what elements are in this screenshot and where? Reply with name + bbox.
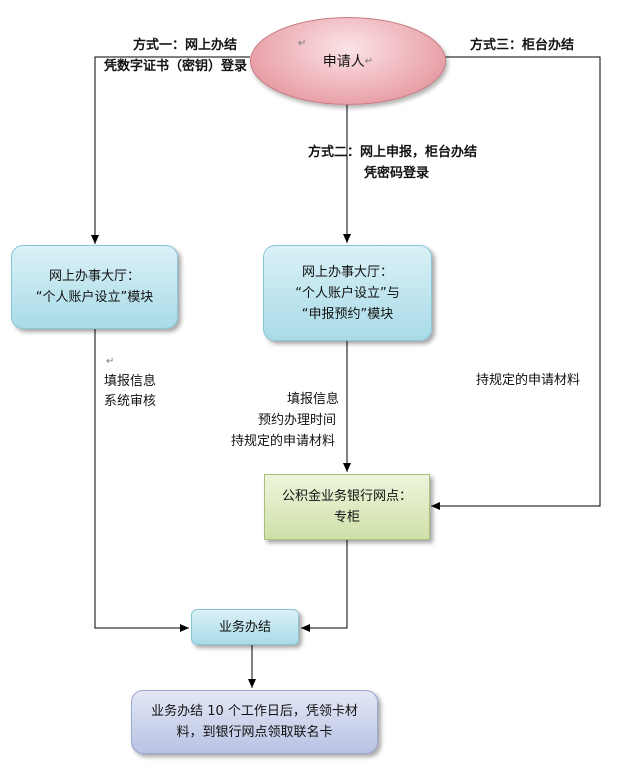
- final-line1: 业务办结 10 个工作日后，凭领卡材: [151, 704, 358, 719]
- mid-step-3: 持规定的申请材料: [231, 434, 336, 449]
- left-step-1: 填报信息: [104, 374, 157, 389]
- hall-mid-box: 网上办事大厅： “个人账户设立”与 “申报预约”模块: [263, 245, 432, 341]
- bank-line1: 公积金业务银行网点：: [281, 489, 412, 504]
- mode3-line1: 方式三：柜台办结: [470, 38, 575, 53]
- mode1-line1: 方式一：网上办结: [133, 38, 238, 53]
- done-label: 业务办结: [218, 619, 271, 635]
- paragraph-mark-icon: ↵: [364, 55, 374, 67]
- mid-step-2: 预约办理时间: [258, 413, 337, 428]
- mode2-line1: 方式二：网上申报，柜台办结: [308, 145, 478, 160]
- hall-mid-line3: “申报预约”模块: [301, 306, 394, 322]
- arrow-mode3: [431, 56, 601, 510]
- mode1-line2: 凭数字证书（密钥）登录: [104, 59, 248, 74]
- bank-box: 公积金业务银行网点： 专柜: [264, 474, 430, 540]
- mid-step-1: 填报信息: [287, 392, 340, 407]
- arrow-bank-to-done: [301, 540, 348, 632]
- final-line2: 料，到银行网点领取联名卡: [176, 725, 333, 740]
- hall-mid-line2: “个人账户设立”与: [295, 285, 400, 301]
- done-box: 业务办结: [191, 609, 299, 645]
- hall-mid-line1: 网上办事大厅：: [301, 264, 393, 280]
- arrow-left-to-done: [94, 329, 189, 632]
- left-step-2: 系统审核: [104, 394, 157, 409]
- hall-left-box: 网上办事大厅： “个人账户设立”模块: [11, 245, 178, 329]
- applicant-label: 申请人: [322, 54, 365, 70]
- hall-left-line2: “个人账户设立”模块: [35, 290, 154, 305]
- bank-line2: 专柜: [333, 510, 360, 525]
- hall-left-line1: 网上办事大厅：: [48, 269, 140, 284]
- applicant-node: 申请人↵: [250, 17, 446, 105]
- mode2-line2: 凭密码登录: [364, 166, 430, 181]
- paragraph-mark-icon: ↵: [298, 38, 307, 49]
- final-box: 业务办结 10 个工作日后，凭领卡材 料，到银行网点领取联名卡: [131, 690, 378, 754]
- arrow-mode1: [91, 56, 250, 244]
- right-note: 持规定的申请材料: [476, 373, 581, 388]
- paragraph-mark-icon: ↵: [106, 356, 115, 367]
